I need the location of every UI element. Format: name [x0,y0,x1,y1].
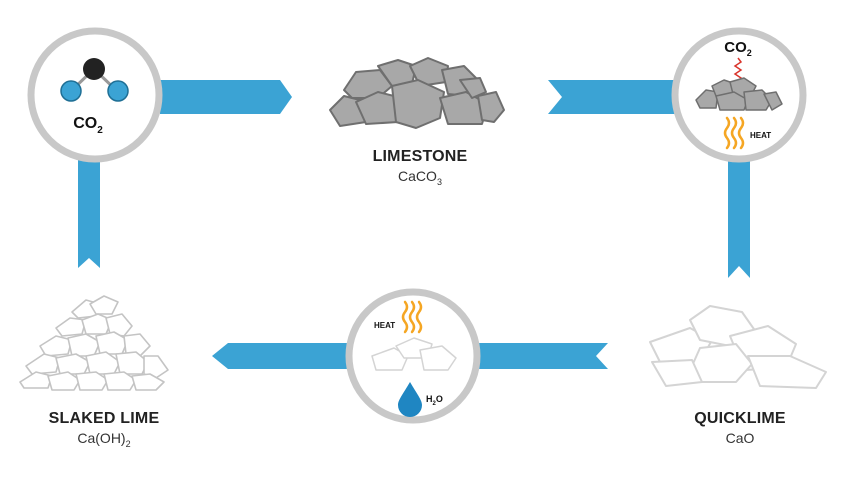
gas-release-icon [733,57,743,83]
limestone-label: LIMESTONE CaCO3 [330,148,510,187]
hydration-circle: HEAT H2O [345,288,481,424]
quicklime-label: QUICKLIME CaO [660,410,820,446]
co2-circle: CO2 [27,27,163,163]
slaked-lime-label: SLAKED LIME Ca(OH)2 [24,410,184,449]
slaked-lime-formula: Ca(OH)2 [77,430,131,449]
heat-icon [401,300,423,334]
quicklime-formula: CaO [725,430,755,446]
arrow-hydration-to-slaked-lime [212,343,348,369]
arrow-co2-to-limestone [160,80,292,114]
slaked-lime-pile-icon [19,295,169,391]
limestone-rocks-icon [329,57,505,129]
arrow-limestone-to-kiln [548,80,688,114]
water-drop-icon [398,382,422,417]
hydration-rocks-icon [371,337,457,371]
limestone-formula: CaCO3 [398,168,442,187]
kiln-rocks-icon [695,77,783,111]
quicklime-rocks-icon [649,305,827,389]
kiln-co2-label: CO2 [724,39,752,58]
quicklime-name: QUICKLIME [694,410,786,427]
limestone-name: LIMESTONE [372,148,468,165]
kiln-circle: CO2 HEAT [671,27,807,163]
heat-icon [723,116,745,150]
water-label: H2O [426,394,443,407]
hydration-heat-label: HEAT [374,321,395,330]
oxygen-atom-icon [60,80,82,102]
kiln-heat-label: HEAT [750,131,771,140]
co2-label: CO2 [73,115,103,136]
oxygen-atom-icon [107,80,129,102]
carbon-atom-icon [83,58,105,80]
arrow-kiln-to-quicklime [728,160,750,278]
slaked-lime-name: SLAKED LIME [48,410,160,427]
arrow-quicklime-to-hydration [475,343,608,369]
arrow-slaked-lime-to-co2 [78,150,100,268]
